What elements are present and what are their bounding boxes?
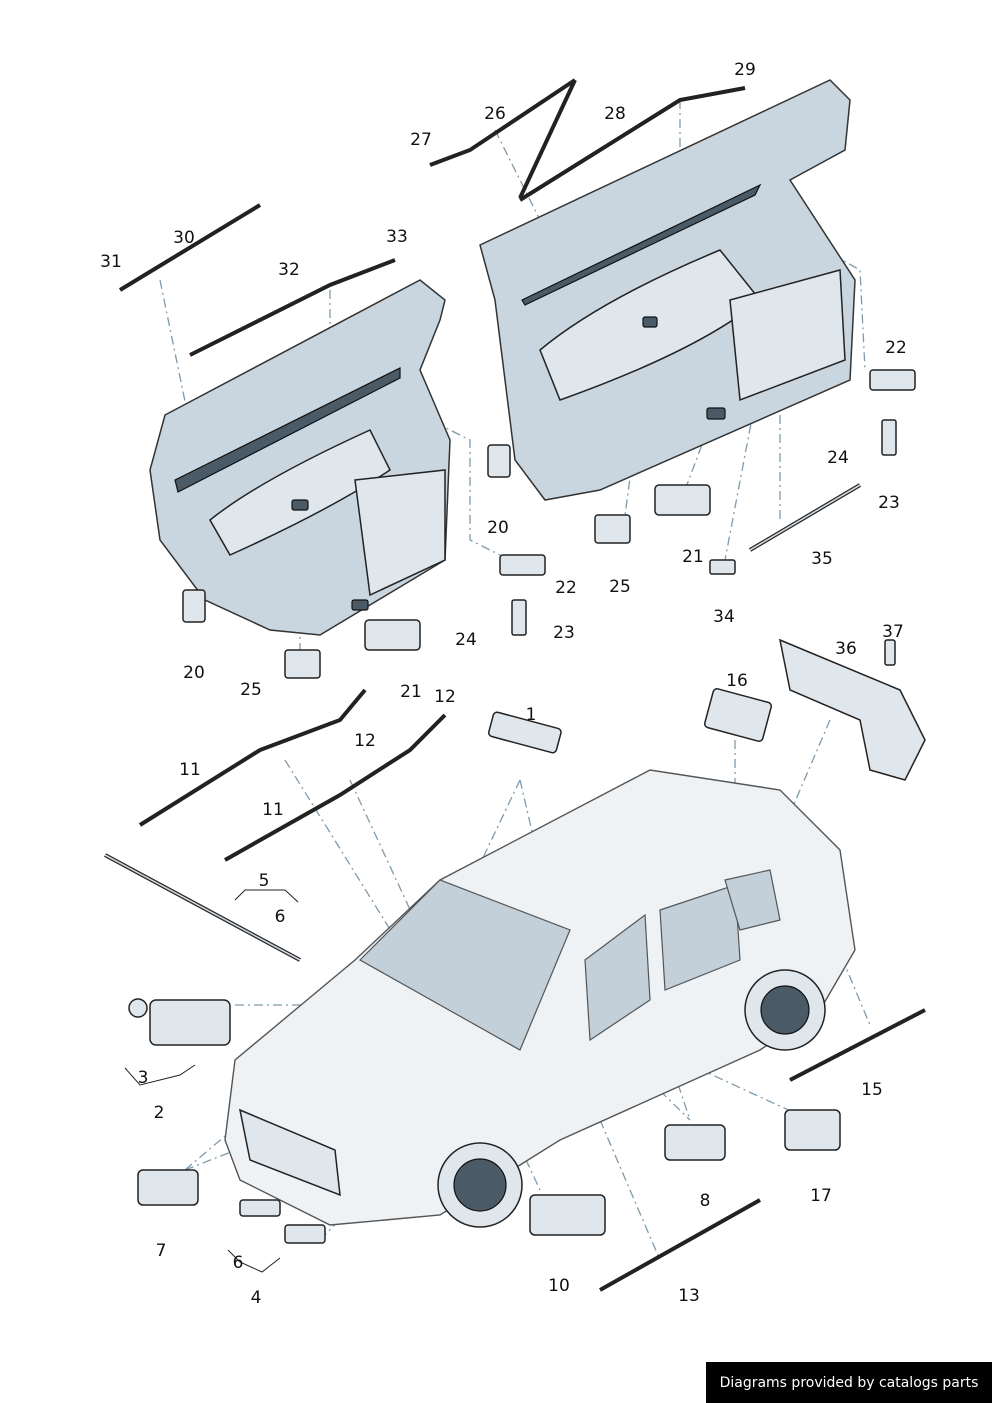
callout-25: 25: [240, 680, 262, 700]
callout-11: 11: [179, 760, 201, 780]
callout-24: 24: [455, 630, 477, 650]
callout-6: 6: [275, 907, 286, 927]
callout-24: 24: [827, 448, 849, 468]
callout-35: 35: [811, 549, 833, 569]
attribution-footer: Diagrams provided by catalogs parts: [706, 1362, 992, 1403]
callout-33: 33: [386, 227, 408, 247]
callout-22: 22: [555, 578, 577, 598]
callout-13: 13: [678, 1286, 700, 1306]
callout-29: 29: [734, 60, 756, 80]
callout-8: 8: [700, 1191, 711, 1211]
callout-22: 22: [885, 338, 907, 358]
callout-6: 6: [233, 1253, 244, 1273]
callout-23: 23: [878, 493, 900, 513]
callout-20: 20: [487, 518, 509, 538]
callout-21: 21: [682, 547, 704, 567]
callout-28: 28: [604, 104, 626, 124]
callout-11: 11: [262, 800, 284, 820]
vehicle-body: [224, 769, 856, 1228]
callout-37: 37: [882, 622, 904, 642]
callout-1: 1: [526, 705, 537, 725]
callout-30: 30: [173, 228, 195, 248]
callout-15: 15: [861, 1080, 883, 1100]
callout-17: 17: [810, 1186, 832, 1206]
group-brackets: [124, 889, 299, 1273]
callout-34: 34: [713, 607, 735, 627]
callout-31: 31: [100, 252, 122, 272]
callout-3: 3: [138, 1068, 149, 1088]
components: [128, 369, 926, 1244]
callout-26: 26: [484, 104, 506, 124]
callout-27: 27: [410, 130, 432, 150]
callout-21: 21: [400, 682, 422, 702]
callout-12: 12: [434, 687, 456, 707]
callout-16: 16: [726, 671, 748, 691]
callout-20: 20: [183, 663, 205, 683]
callout-36: 36: [835, 639, 857, 659]
callout-5: 5: [259, 871, 270, 891]
front-door-trim-panel: [479, 79, 856, 501]
callout-4: 4: [251, 1288, 262, 1308]
callout-32: 32: [278, 260, 300, 280]
callout-2: 2: [154, 1103, 165, 1123]
callout-23: 23: [553, 623, 575, 643]
callout-7: 7: [156, 1241, 167, 1261]
callout-10: 10: [548, 1276, 570, 1296]
callout-25: 25: [609, 577, 631, 597]
callout-12: 12: [354, 731, 376, 751]
rear-door-trim-panel: [149, 279, 451, 636]
